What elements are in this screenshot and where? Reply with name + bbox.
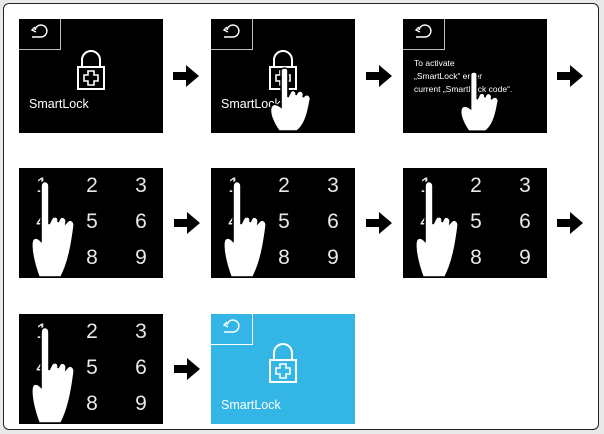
back-button[interactable] [403, 19, 445, 50]
key-4[interactable]: 4 [228, 210, 240, 233]
padlock-cross-icon[interactable] [76, 49, 106, 91]
arrow-right-icon [174, 212, 200, 234]
arrow-right-icon [366, 65, 392, 87]
smartlock-activated-screen: SmartLock [211, 314, 355, 424]
keypad-screen-step-4: 1 2 3 4 5 6 7 8 9 [19, 168, 163, 278]
key-9[interactable]: 9 [327, 246, 339, 269]
key-3[interactable]: 3 [327, 174, 339, 197]
message-line: To activate [414, 58, 455, 68]
back-arrow-icon [222, 319, 240, 333]
back-arrow-icon [414, 24, 432, 38]
key-8[interactable]: 8 [278, 246, 290, 269]
key-6[interactable]: 6 [327, 210, 339, 233]
smartlock-label: SmartLock [221, 398, 281, 412]
key-4[interactable]: 4 [36, 356, 48, 379]
smartlock-label: SmartLock [29, 97, 89, 111]
keypad-screen-step-5: 1 2 3 4 5 6 7 8 9 [211, 168, 355, 278]
back-button[interactable] [211, 314, 253, 345]
keypad: 1 2 3 4 5 6 7 8 9 [19, 314, 163, 424]
key-3[interactable]: 3 [135, 174, 147, 197]
smartlock-screen-step-2: SmartLock [211, 19, 355, 133]
key-1[interactable]: 1 [36, 320, 48, 343]
key-6[interactable]: 6 [519, 210, 531, 233]
keypad: 1 2 3 4 5 6 7 8 9 [19, 168, 163, 278]
keypad-screen-step-7: 1 2 3 4 5 6 7 8 9 [19, 314, 163, 424]
key-7[interactable]: 7 [420, 246, 432, 269]
key-1[interactable]: 1 [36, 174, 48, 197]
key-7[interactable]: 7 [36, 246, 48, 269]
activation-message-screen: To activate „SmartLock“ enter current „S… [403, 19, 547, 133]
key-2[interactable]: 2 [86, 320, 98, 343]
key-2[interactable]: 2 [86, 174, 98, 197]
arrow-right-icon [557, 212, 583, 234]
padlock-cross-icon[interactable] [268, 342, 298, 384]
key-2[interactable]: 2 [278, 174, 290, 197]
key-5[interactable]: 5 [470, 210, 482, 233]
key-9[interactable]: 9 [135, 392, 147, 415]
keypad-screen-step-6: 1 2 3 4 5 6 7 8 9 [403, 168, 547, 278]
arrow-right-icon [366, 212, 392, 234]
arrow-right-icon [174, 358, 200, 380]
message-line: current „SmartLock code“. [414, 84, 513, 94]
back-button[interactable] [211, 19, 253, 50]
key-5[interactable]: 5 [278, 210, 290, 233]
key-4[interactable]: 4 [420, 210, 432, 233]
back-arrow-icon [222, 24, 240, 38]
key-1[interactable]: 1 [228, 174, 240, 197]
smartlock-screen-step-1: SmartLock [19, 19, 163, 133]
keypad: 1 2 3 4 5 6 7 8 9 [403, 168, 547, 278]
key-8[interactable]: 8 [470, 246, 482, 269]
key-8[interactable]: 8 [86, 392, 98, 415]
key-6[interactable]: 6 [135, 210, 147, 233]
key-1[interactable]: 1 [420, 174, 432, 197]
key-3[interactable]: 3 [519, 174, 531, 197]
key-8[interactable]: 8 [86, 246, 98, 269]
key-5[interactable]: 5 [86, 210, 98, 233]
instruction-frame: SmartLock SmartLock [3, 3, 599, 430]
back-button[interactable] [19, 19, 61, 50]
arrow-right-icon [173, 65, 199, 87]
keypad: 1 2 3 4 5 6 7 8 9 [211, 168, 355, 278]
smartlock-label: SmartLock [221, 97, 281, 111]
key-7[interactable]: 7 [36, 392, 48, 415]
key-5[interactable]: 5 [86, 356, 98, 379]
key-6[interactable]: 6 [135, 356, 147, 379]
key-3[interactable]: 3 [135, 320, 147, 343]
key-7[interactable]: 7 [228, 246, 240, 269]
key-9[interactable]: 9 [135, 246, 147, 269]
message-line: „SmartLock“ enter [414, 71, 483, 81]
key-2[interactable]: 2 [470, 174, 482, 197]
key-9[interactable]: 9 [519, 246, 531, 269]
key-4[interactable]: 4 [36, 210, 48, 233]
padlock-cross-icon[interactable] [268, 49, 298, 91]
activation-message: To activate „SmartLock“ enter current „S… [414, 57, 544, 96]
arrow-right-icon [557, 65, 583, 87]
back-arrow-icon [30, 24, 48, 38]
